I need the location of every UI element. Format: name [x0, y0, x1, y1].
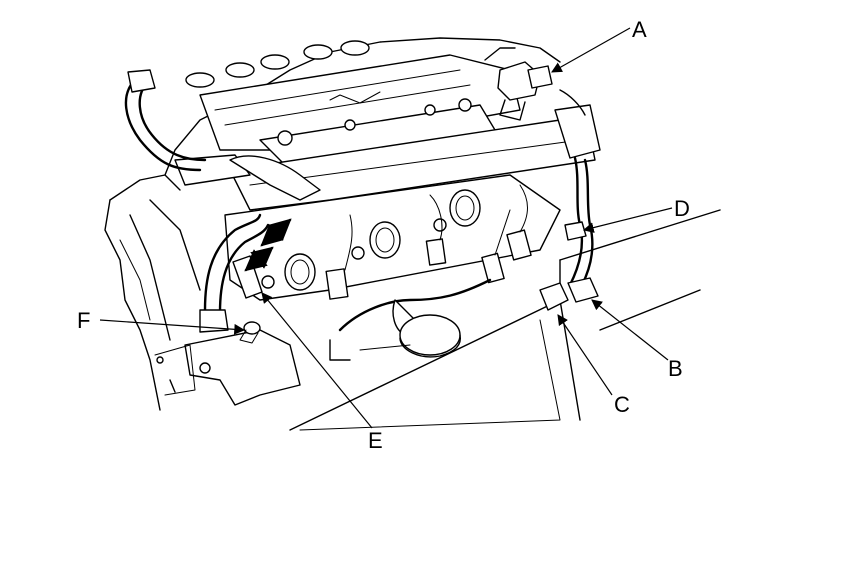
leader-c: [557, 314, 613, 396]
removal-arrows: [244, 218, 292, 272]
intake-manifold: [224, 174, 561, 301]
callout-d: D: [674, 196, 690, 221]
callout-b: B: [668, 356, 683, 381]
upper-direction-arrow: [260, 218, 292, 247]
upper-hose: [124, 69, 207, 172]
main-wire-harness: [154, 213, 301, 406]
sensor-harness-right: [484, 47, 601, 311]
leader-b: [591, 299, 669, 361]
callout-a: A: [632, 17, 647, 42]
cam-cover-caps: [185, 40, 370, 88]
callout-c: C: [614, 392, 630, 417]
callout-leaders: [99, 27, 673, 429]
injector-connectors: [325, 184, 532, 300]
bolt-f: [239, 321, 261, 344]
leader-f: [99, 319, 246, 335]
leader-e: [261, 292, 373, 429]
cylinder-head-cover: [199, 54, 521, 171]
vacuum-hose-canister: [329, 278, 492, 361]
callout-labels: A B C D E F: [77, 17, 690, 453]
leader-a: [551, 27, 631, 73]
leader-d: [582, 207, 673, 233]
lower-direction-arrow: [244, 246, 274, 272]
callout-f: F: [77, 308, 90, 333]
fuel-rail: [174, 119, 596, 211]
callout-e: E: [368, 428, 383, 453]
